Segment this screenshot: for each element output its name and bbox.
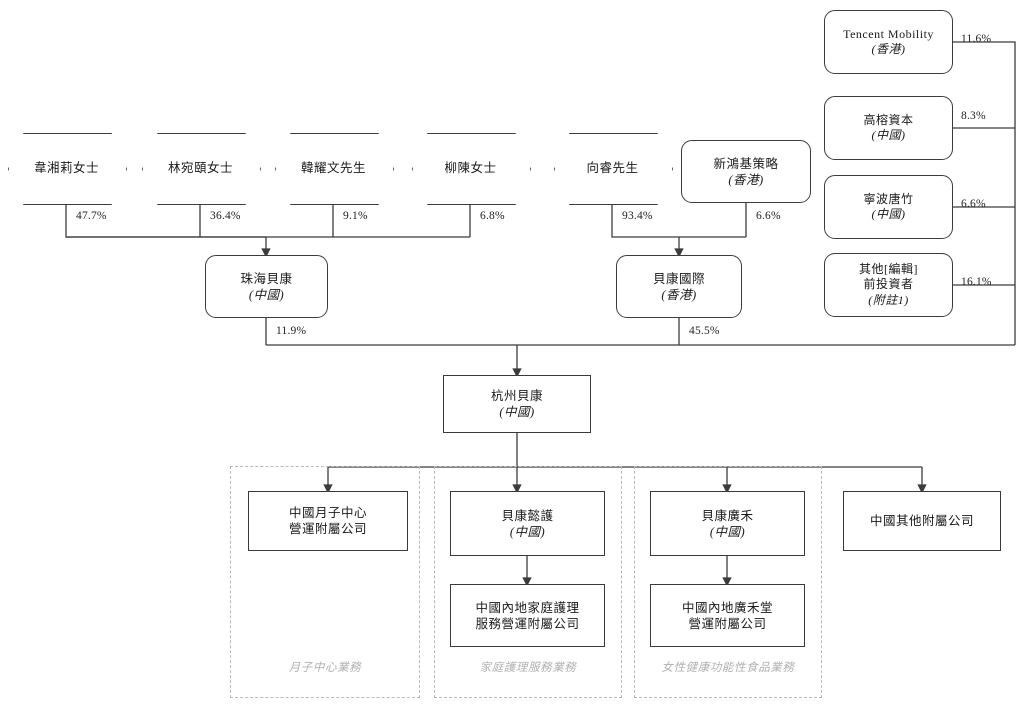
investor-label-3: 寧波唐竹 [863,191,914,206]
sub-child-sublabel-2: 服務營運附屬公司 [475,616,580,631]
shareholder-node-4[interactable]: 柳陳女士 [412,133,531,205]
sub-child-node-3[interactable]: 中國內地廣禾堂 營運附屬公司 [650,584,805,647]
hexagon-shape [8,133,127,205]
main-company-label: 杭州貝康 [490,389,543,403]
percent-label-3: 9.1% [343,210,368,222]
percent-label-6: 6.6% [756,210,781,222]
holding-sublabel-1: (中國) [248,287,285,302]
hexagon-shape [275,133,394,205]
investor-node-1[interactable]: Tencent Mobility (香港) [824,10,953,74]
holding-sublabel-2: (香港) [661,287,697,302]
subsidiary-label-4: 中國其他附屬公司 [869,514,974,528]
subsidiary-label-2: 貝康懿護 [501,508,554,523]
subsidiary-sublabel-3: (中國) [709,524,746,539]
shareholder-node-2[interactable]: 林宛頤女士 [142,133,261,205]
segment-label-2: 家庭護理服務業務 [479,662,577,674]
holding-percent-1: 11.9% [276,325,307,337]
investor-percent-1: 11.6% [961,33,992,45]
investor-percent-2: 8.3% [961,110,986,122]
hexagon-shape [412,133,531,205]
holding-percent-2: 45.5% [689,325,720,337]
shareholder-label-4: 柳陳女士 [444,161,497,175]
investor-sublabel2-4: 前投資者 [863,277,914,292]
segment-label-1: 月子中心業務 [288,662,362,674]
sub-child-label-2: 中國內地家庭護理 [475,600,580,615]
shareholder-label-1: 韋湘莉女士 [33,161,99,175]
shareholder-node-1[interactable]: 韋湘莉女士 [8,133,127,205]
shareholder-label-3: 韓耀文先生 [300,161,366,175]
investor-label-2: 高榕資本 [863,112,914,127]
holding-label-1: 珠海貝康 [240,271,293,286]
investor-label-4: 其他[編輯] [859,261,918,276]
shareholder-label-5: 向睿先生 [586,161,639,175]
investor-percent-3: 6.6% [961,198,986,210]
percent-label-4: 6.8% [480,210,505,222]
sub-child-node-2[interactable]: 中國內地家庭護理 服務營運附屬公司 [450,584,605,647]
shareholder-sublabel-6: (香港) [728,172,764,187]
holding-node-1[interactable]: 珠海貝康 (中國) [205,255,328,318]
segment-group-2: 家庭護理服務業務 [434,466,622,698]
hexagon-shape [554,133,673,205]
shareholder-node-3[interactable]: 韓耀文先生 [275,133,394,205]
holding-label-2: 貝康國際 [652,271,705,286]
subsidiary-sublabel-2: (中國) [509,524,546,539]
investor-node-2[interactable]: 高榕資本 (中國) [824,96,953,160]
main-company-node[interactable]: 杭州貝康 (中國) [443,375,591,433]
sub-child-sublabel-3: 營運附屬公司 [688,616,767,631]
subsidiary-label-1: 中國月子中心 [288,506,367,520]
segment-group-1: 月子中心業務 [230,466,420,698]
investor-node-3[interactable]: 寧波唐竹 (中國) [824,175,953,239]
shareholder-label-6: 新鴻基策略 [713,156,779,171]
subsidiary-sublabel-1: 營運附屬公司 [288,522,367,536]
percent-label-1: 47.7% [76,210,107,222]
investor-label-1: Tencent Mobility [843,26,934,41]
main-company-sublabel: (中國) [499,405,535,419]
investor-node-4[interactable]: 其他[編輯] 前投資者 (附註1) [824,253,953,317]
hexagon-shape [142,133,261,205]
subsidiary-node-2[interactable]: 貝康懿護 (中國) [450,491,605,556]
subsidiary-node-4[interactable]: 中國其他附屬公司 [843,491,1001,551]
percent-label-2: 36.4% [210,210,241,222]
shareholder-node-6[interactable]: 新鴻基策略 (香港) [681,140,811,203]
investor-percent-4: 16.1% [961,276,992,288]
sub-child-label-3: 中國內地廣禾堂 [681,600,773,615]
segment-group-3: 女性健康功能性食品業務 [634,466,822,698]
investor-sublabel-4: (附註1) [868,292,909,307]
investor-sublabel-1: (香港) [871,42,906,56]
shareholder-node-5[interactable]: 向睿先生 [554,133,673,205]
investor-sublabel-3: (中國) [871,207,906,221]
percent-label-5: 93.4% [622,210,653,222]
subsidiary-label-3: 貝康廣禾 [701,508,754,523]
investor-sublabel-2: (中國) [871,128,906,142]
subsidiary-node-3[interactable]: 貝康廣禾 (中國) [650,491,805,556]
shareholder-label-2: 林宛頤女士 [167,161,233,175]
segment-label-3: 女性健康功能性食品業務 [661,662,795,674]
holding-node-2[interactable]: 貝康國際 (香港) [616,255,742,318]
subsidiary-node-1[interactable]: 中國月子中心 營運附屬公司 [248,491,408,551]
